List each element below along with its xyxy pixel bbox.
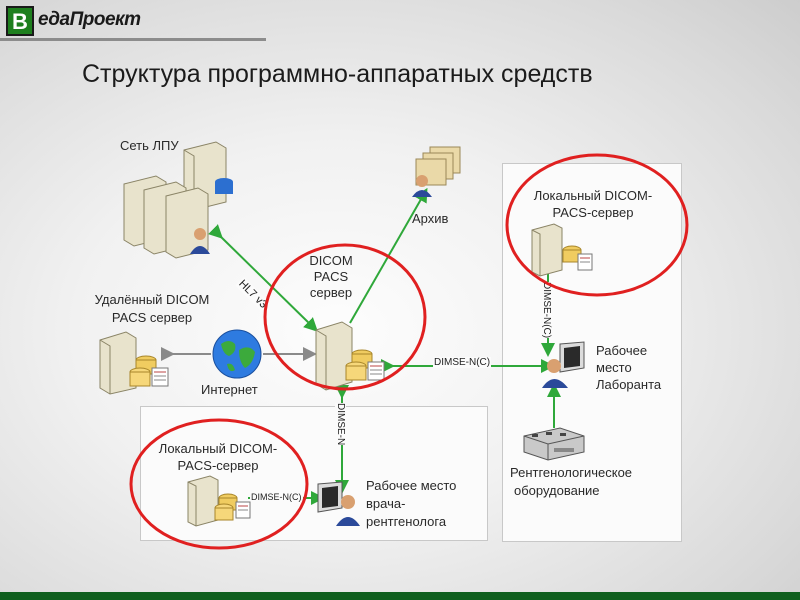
header-divider: [0, 38, 266, 41]
page-title: Структура программно-аппаратных средств: [82, 60, 593, 88]
dimse-right-vertical-label: DIMSE-N(C): [541, 282, 552, 339]
highlight-circle-center: [263, 243, 427, 391]
server-cluster-icon: [123, 141, 233, 259]
globe-icon: [212, 329, 262, 379]
highlight-circle-right: [505, 153, 689, 297]
label-internet: Интернет: [201, 382, 258, 397]
label-dicom-pacs-1: DICOM: [309, 253, 353, 268]
brand-logo-letter: В: [6, 6, 34, 36]
label-local-server-right-2: PACS-сервер: [552, 205, 634, 220]
right-panel: [502, 163, 682, 542]
label-dicom-pacs-2: PACS: [313, 269, 349, 284]
label-remote-server-1: Удалённый DICOM: [94, 292, 210, 307]
label-xray-equipment-2: оборудование: [514, 483, 600, 498]
label-local-server-left-2: PACS-сервер: [177, 458, 259, 473]
archive-link: [349, 187, 428, 324]
label-local-server-left-1: Локальный DICOM-: [158, 441, 278, 456]
label-xray-equipment-1: Рентгенологическое: [510, 465, 633, 480]
label-radiologist-2: врача-: [366, 496, 406, 511]
label-lab-workstation-3: Лаборанта: [596, 377, 662, 392]
dimse-center-vertical-label: DIMSE-N: [335, 403, 346, 446]
label-archive: Архив: [412, 211, 449, 226]
remote-server-icon: [99, 331, 169, 395]
label-remote-server-2: PACS сервер: [111, 310, 193, 325]
label-radiologist-3: рентгенолога: [366, 514, 447, 529]
highlight-circle-left: [129, 418, 309, 550]
local-server-right-icon: [531, 223, 593, 277]
archive-folders-icon: [412, 146, 461, 197]
lab-workstation-icon: [542, 341, 585, 388]
xray-equipment-icon: [523, 427, 585, 461]
label-set-lpu: Сеть ЛПУ: [120, 138, 179, 153]
bottom-bar: [0, 592, 800, 600]
brand-logo-name: едаПроект: [38, 9, 141, 30]
hl7-link: [208, 224, 319, 332]
radiologist-workstation-icon: [317, 481, 360, 526]
local-server-left-icon: [187, 475, 251, 527]
dimse-horizontal-label: DIMSE-N(C): [433, 357, 492, 368]
label-radiologist-1: Рабочее место: [366, 478, 457, 493]
dicom-pacs-server-icon: [315, 321, 385, 391]
label-lab-workstation-2: место: [596, 360, 632, 375]
label-dicom-pacs-3: сервер: [309, 285, 353, 300]
label-local-server-right-1: Локальный DICOM-: [533, 188, 653, 203]
dimse-left-small-label: DIMSE-N(C): [250, 492, 303, 502]
brand-logo: В едаПроект: [2, 2, 154, 36]
label-lab-workstation-1: Рабочее: [596, 343, 648, 358]
